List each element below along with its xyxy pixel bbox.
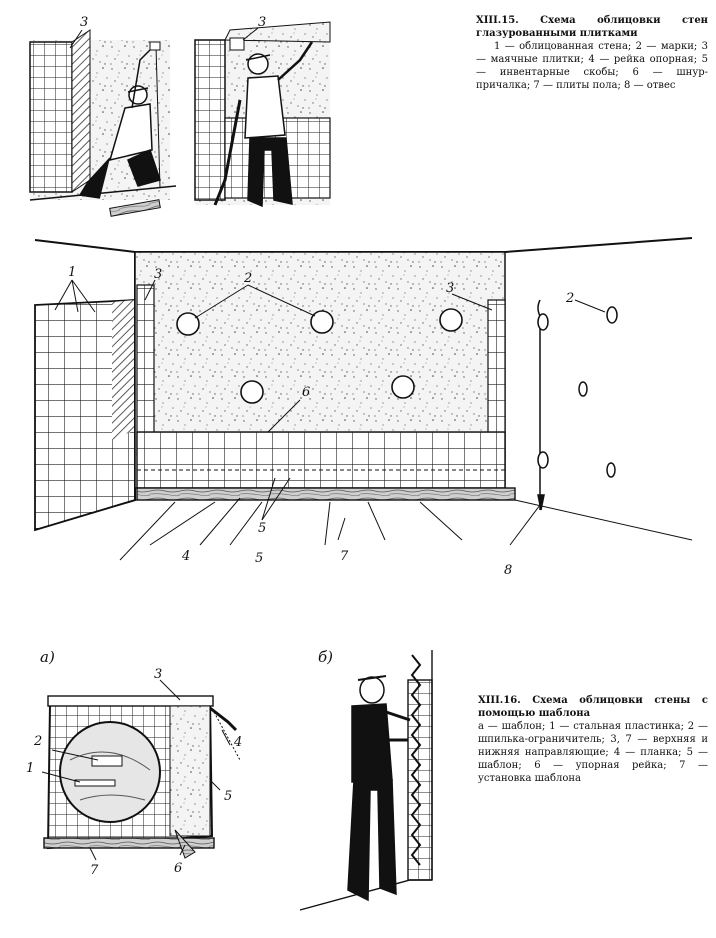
label-main-4: 4 (181, 549, 190, 564)
subfigure-a: а) 2 1 3 4 5 6 7 (26, 648, 242, 878)
label-main-3-right: 3 (446, 281, 454, 296)
caption-figure-16: XIII.16. Схема облицовки стены с помощью… (478, 694, 708, 785)
label-main-3-left: 3 (154, 267, 162, 282)
label-a-5: 5 (224, 789, 232, 804)
bottom-tile-rows (136, 431, 506, 489)
label-a-7: 7 (90, 863, 99, 878)
main-scene: 1 2 3 3 2 6 4 5 5 7 8 (34, 237, 693, 578)
detail-magnifier (59, 721, 161, 823)
caption-16-title: XIII.16. Схема облицовки стены с помощью… (478, 695, 708, 719)
label-main-6: 6 (302, 385, 310, 400)
subfigure-b: б) (299, 648, 433, 911)
label-sub-b: б) (318, 648, 333, 666)
label-a-2: 2 (33, 734, 42, 749)
caption-15-text: 1 — облицованная стена; 2 — марки; 3 — м… (476, 41, 708, 91)
beacon-tiles-left (136, 284, 155, 456)
label-main-2-right: 2 (565, 291, 574, 306)
support-rail (136, 487, 516, 501)
label-a-4: 4 (233, 735, 242, 750)
label-main-5-lower: 5 (255, 551, 263, 566)
worker-standing (213, 41, 314, 208)
tiled-wall-top-middle (194, 39, 226, 201)
tiled-wall-top-left (29, 41, 73, 193)
worker-kneeling (78, 49, 161, 199)
label-main-5-upper: 5 (258, 521, 266, 536)
label-main-2: 2 (243, 271, 252, 286)
label-sub-a: а) (40, 648, 55, 666)
label-a-6: 6 (174, 861, 182, 876)
plumb-line (537, 299, 618, 511)
caption-figure-15: XIII.15. Схема облицовки стен глазурован… (476, 14, 708, 92)
top-left-scene: 3 (29, 15, 177, 217)
label-main-8: 8 (504, 563, 512, 578)
label-main-1: 1 (68, 265, 76, 280)
label-top-middle-3: 3 (258, 15, 266, 30)
caption-16-text: а — шаблон; 1 — стальная пластинка; 2 — … (478, 721, 708, 784)
floor-plates (34, 499, 693, 561)
label-top-left-3: 3 (80, 15, 88, 30)
label-a-3: 3 (154, 667, 162, 682)
caption-15-title: XIII.15. Схема облицовки стен глазурован… (476, 15, 708, 39)
worker-with-template (347, 675, 411, 902)
top-middle-scene: 3 (194, 15, 331, 208)
marks (176, 308, 463, 404)
label-main-7: 7 (340, 549, 349, 564)
label-a-1: 1 (26, 761, 34, 776)
